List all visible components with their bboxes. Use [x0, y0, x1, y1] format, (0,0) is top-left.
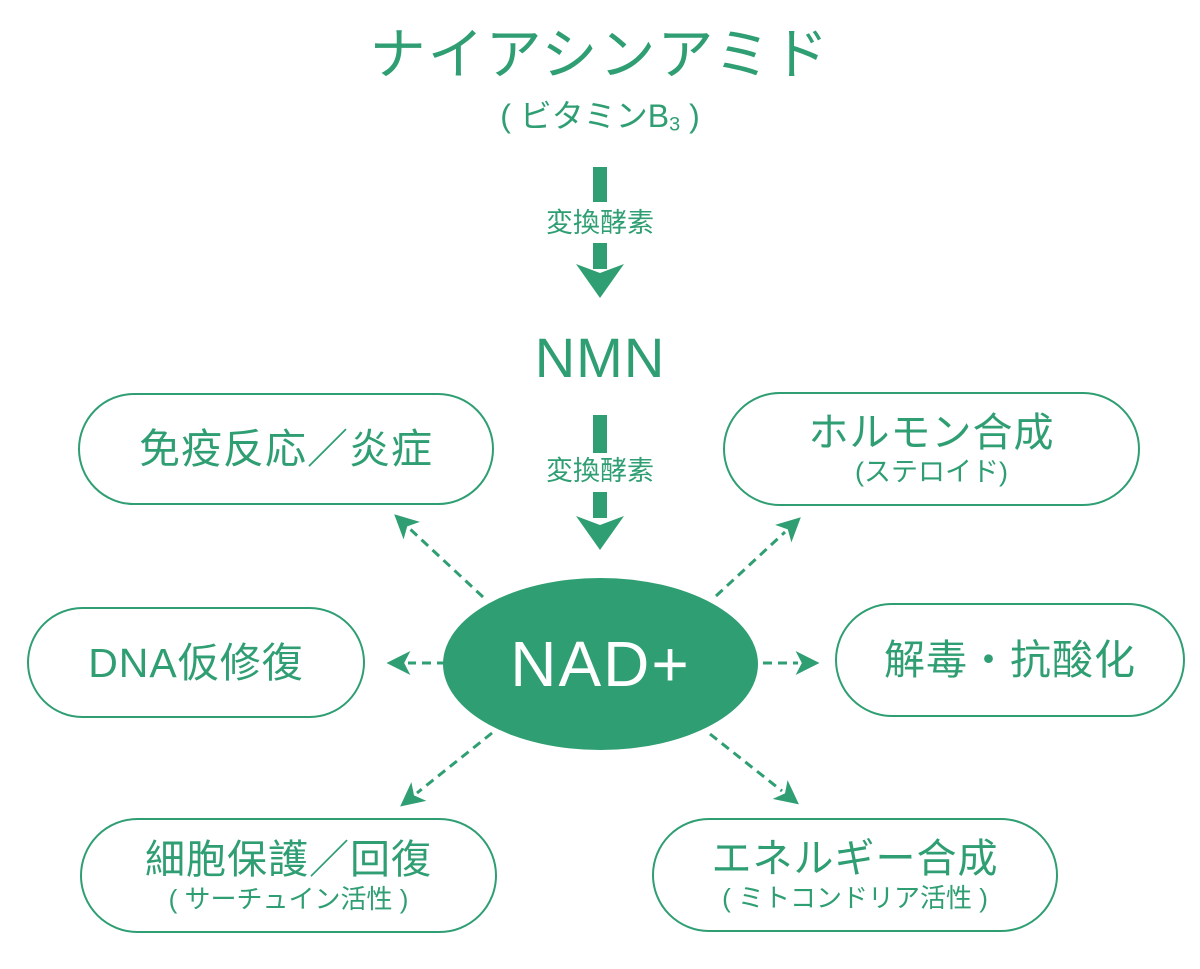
- dashed-arrows: [386, 514, 820, 807]
- effect-sublabel: ( サーチュイン活性 ): [168, 883, 409, 914]
- effect-box-cell-protection: 細胞保護／回復 ( サーチュイン活性 ): [80, 818, 497, 933]
- effect-label: 細胞保護／回復: [145, 837, 432, 882]
- thick-down-arrow-icon-bottom: [576, 415, 624, 550]
- thick-down-arrow-icon-top: [576, 167, 624, 298]
- effect-label: エネルギー合成: [711, 837, 999, 881]
- enzyme-label-bottom: 変換酵素: [546, 456, 654, 486]
- page-title: ナイアシンアミド: [369, 23, 831, 86]
- dashed-arrow-to-hormone-icon: [714, 517, 801, 598]
- nad-label: NAD+: [510, 628, 691, 700]
- effect-box-immune: 免疫反応／炎症: [78, 393, 494, 505]
- effect-sublabel: (ステロイド): [855, 457, 1008, 487]
- dashed-arrow-to-energy-icon: [709, 732, 799, 805]
- nad-ellipse: NAD+: [443, 578, 758, 750]
- subtitle-subscript: 3: [669, 113, 681, 136]
- dashed-arrow-to-immune-icon: [394, 514, 485, 599]
- effect-box-detox-antioxidant: 解毒・抗酸化: [835, 603, 1185, 717]
- effect-label: ホルモン合成: [808, 411, 1055, 455]
- enzyme-label-top: 変換酵素: [546, 208, 654, 238]
- effect-label: DNA仮修復: [88, 639, 304, 686]
- subtitle-prefix: ( ビタミンB: [500, 98, 670, 134]
- effect-label: 免疫反応／炎症: [139, 426, 433, 472]
- nmn-label: NMN: [534, 326, 666, 389]
- effect-box-dna-repair: DNA仮修復: [27, 607, 365, 718]
- effect-sublabel: ( ミトコンドリア活性 ): [722, 883, 988, 913]
- title-subtext: ( ビタミンB3 ): [0, 94, 1200, 147]
- effect-box-energy-synthesis: エネルギー合成 ( ミトコンドリア活性 ): [652, 818, 1058, 932]
- effect-label: 解毒・抗酸化: [884, 637, 1136, 683]
- subtitle-suffix: ): [680, 98, 700, 134]
- effect-box-hormone: ホルモン合成 (ステロイド): [723, 392, 1140, 506]
- dashed-arrow-to-cell-icon: [400, 731, 493, 807]
